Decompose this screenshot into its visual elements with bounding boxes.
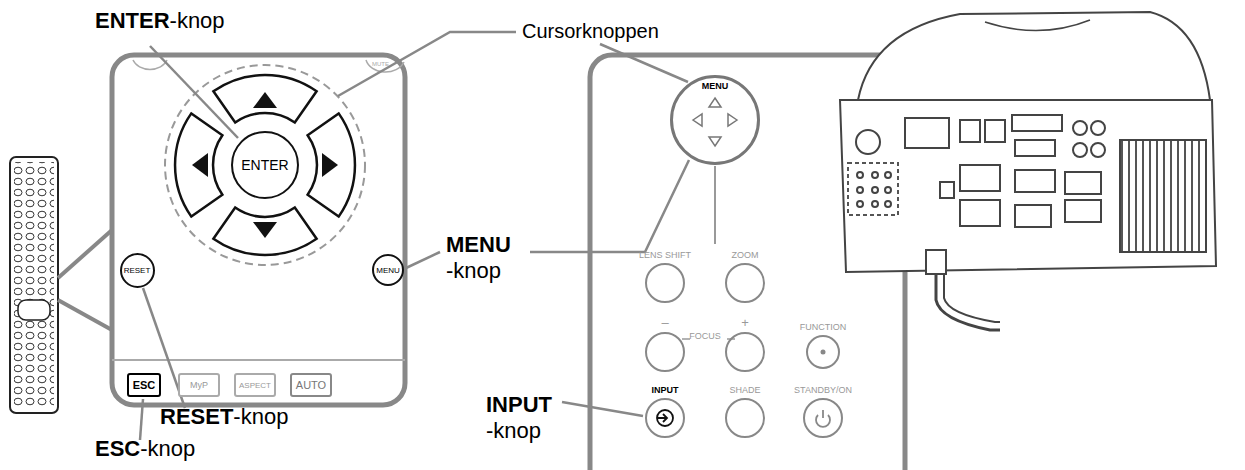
- focus-line: [682, 338, 690, 340]
- dial-line: [714, 166, 716, 244]
- round-button: ZOOM: [725, 263, 765, 303]
- callout-label: RESET-knop: [160, 404, 288, 430]
- zoom-line: [58, 300, 112, 330]
- button-label: MENU: [376, 266, 400, 275]
- button-label: AUTO: [296, 379, 326, 391]
- button-label: +: [741, 316, 749, 329]
- button-label: ENTER: [241, 157, 288, 173]
- zoom-line: [58, 230, 112, 278]
- round-button: –: [645, 332, 685, 372]
- projector: [840, 12, 1216, 330]
- round-button: FUNCTION: [806, 335, 840, 369]
- remote-panel: [112, 55, 405, 405]
- round-button: INPUT: [645, 398, 685, 438]
- label-part: ESC: [95, 436, 140, 461]
- partial-button: [133, 60, 167, 69]
- label-part: -knop: [446, 258, 511, 284]
- round-button: ENTER: [231, 131, 299, 199]
- round-button: STANDBY/ON: [803, 398, 843, 438]
- button-label: LENS SHIFT: [639, 251, 691, 260]
- button-label: MENU: [673, 81, 757, 91]
- button-label: STANDBY/ON: [794, 386, 852, 395]
- button-key: MyP: [178, 373, 220, 397]
- focus-line: [727, 338, 735, 340]
- label-part: -knop: [140, 436, 195, 461]
- callout-label: ENTER-knop: [95, 8, 225, 34]
- label-part: INPUT: [486, 392, 552, 418]
- button-label: ESC: [133, 379, 156, 391]
- label-part: -knop: [170, 8, 225, 33]
- leader-lines: [140, 32, 689, 440]
- button-label: MyP: [190, 380, 208, 390]
- callout-label: INPUT -knop: [486, 392, 552, 444]
- small-label: MUTE: [372, 61, 389, 67]
- button-label: –: [661, 316, 668, 329]
- button-label: SHADE: [729, 386, 760, 395]
- label-part: MENU: [446, 232, 511, 258]
- round-button: +: [725, 332, 765, 372]
- round-button: MENU: [372, 254, 404, 286]
- remote-control: [10, 157, 58, 413]
- button-label: RESET: [124, 266, 151, 275]
- round-button: LENS SHIFT: [645, 263, 685, 303]
- label-part: RESET: [160, 404, 233, 429]
- label-part: ENTER: [95, 8, 170, 33]
- cursor-ring: [165, 65, 365, 265]
- callout-label: MENU -knop: [446, 232, 511, 284]
- round-button: RESET: [120, 253, 155, 288]
- button-key: AUTO: [290, 373, 332, 397]
- callout-label: Cursorknoppen: [522, 18, 659, 44]
- label-part: -knop: [233, 404, 288, 429]
- divider: [112, 359, 405, 361]
- label-part: -knop: [486, 418, 552, 444]
- button-label: INPUT: [652, 386, 679, 395]
- button-key: ASPECT: [234, 373, 276, 397]
- small-label: FOCUS: [689, 332, 721, 341]
- dial-arrows: [693, 98, 737, 146]
- cursor-dial: MENU: [670, 75, 760, 165]
- button-label: FUNCTION: [800, 323, 847, 332]
- callout-label: ESC-knop: [95, 436, 195, 462]
- button-key: ESC: [127, 373, 161, 397]
- button-label: ZOOM: [732, 251, 759, 260]
- button-label: ASPECT: [239, 381, 271, 390]
- round-button: SHADE: [725, 398, 765, 438]
